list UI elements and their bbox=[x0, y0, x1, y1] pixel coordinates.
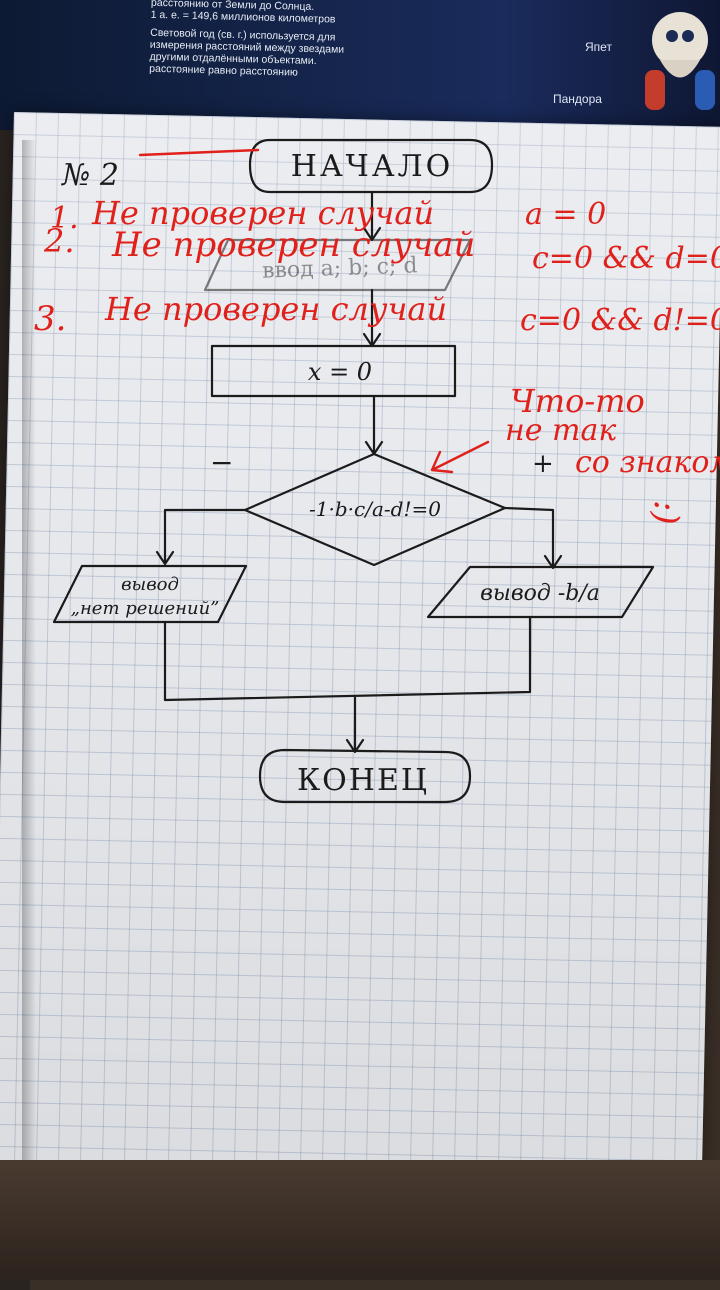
input-parallelogram bbox=[203, 238, 472, 292]
start-terminator bbox=[248, 138, 494, 194]
output-no-solutions bbox=[52, 564, 248, 624]
decision-diamond bbox=[243, 452, 507, 567]
page-binding bbox=[22, 140, 36, 1160]
arrow-assign-decision bbox=[364, 394, 384, 456]
output-no-line1: вывод bbox=[121, 574, 179, 595]
annotation-1-num: 1. bbox=[50, 201, 79, 236]
annotation-2-text: Не проверен случай bbox=[111, 225, 475, 265]
annotation-3-num: 3. bbox=[34, 299, 66, 339]
task-number: № 2 bbox=[60, 158, 119, 193]
annotation-2-num: 2. bbox=[43, 222, 75, 260]
side-note-line-3: со знаком bbox=[575, 445, 720, 480]
output-no-line2: „нет решений” bbox=[71, 598, 220, 619]
table-surface bbox=[0, 1160, 720, 1280]
output-result bbox=[426, 565, 655, 619]
input-label: ввод a; b; c; d bbox=[262, 253, 418, 283]
side-note-smiley: :) bbox=[646, 500, 686, 525]
label-pandora: Пандора bbox=[553, 92, 602, 106]
annotation-3-text: Не проверен случай bbox=[104, 290, 447, 328]
merge-connector bbox=[163, 615, 532, 754]
arrow-no-branch bbox=[155, 508, 247, 566]
end-terminator bbox=[258, 748, 472, 804]
assign-process bbox=[210, 344, 457, 398]
side-note-arrow bbox=[430, 440, 490, 474]
label-japet: Япет bbox=[585, 40, 612, 54]
side-note-line-2: не так bbox=[505, 413, 616, 448]
annotation-1-cond: a = 0 bbox=[525, 197, 606, 232]
annotation-2-cond: c=0 && d=0 bbox=[532, 241, 720, 276]
start-label: НАЧАЛО bbox=[291, 149, 453, 184]
cartoon-character-image bbox=[645, 12, 715, 110]
decision-label: -1·b·c/a-d!=0 bbox=[309, 497, 441, 521]
assign-label: x = 0 bbox=[308, 358, 372, 386]
arrow-yes-branch bbox=[503, 506, 563, 570]
yes-branch-label: + bbox=[532, 449, 554, 479]
annotation-3-cond: c=0 && d!=0 bbox=[520, 303, 720, 338]
side-note-line-1: Что-то bbox=[510, 382, 645, 420]
annotation-1-text: Не проверен случай bbox=[91, 194, 434, 232]
end-label: КОНЕЦ bbox=[297, 763, 429, 798]
no-branch-label: − bbox=[210, 446, 233, 479]
heading-underline bbox=[138, 148, 260, 157]
output-yes-label: вывод -b/a bbox=[480, 581, 600, 606]
